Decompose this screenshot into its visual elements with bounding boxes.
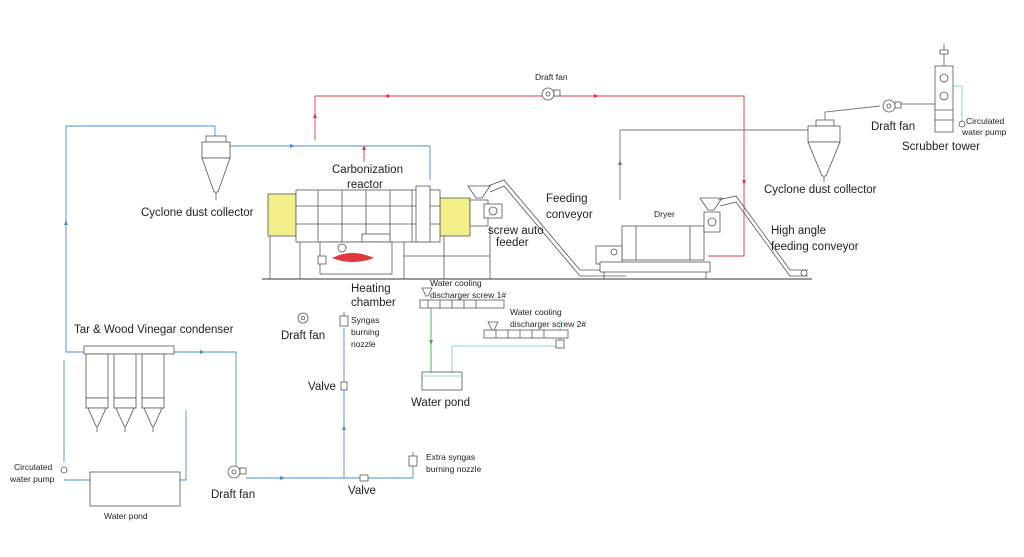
flue-gas-line bbox=[313, 94, 746, 257]
label-high-angle-2: feeding conveyor bbox=[771, 241, 859, 253]
label-syngas-nozzle-1: Syngas bbox=[351, 315, 379, 325]
syngas-nozzle-icon bbox=[339, 312, 349, 327]
label-circulated-pump-left-2: water pump bbox=[9, 474, 55, 484]
tar-wood-vinegar-condenser bbox=[83, 345, 175, 432]
valve-bottom-icon bbox=[359, 474, 369, 482]
valve-middle-icon bbox=[340, 381, 348, 391]
label-discharger-1-line2: discharger screw 1# bbox=[430, 290, 506, 300]
label-draft-fan-middle: Draft fan bbox=[281, 330, 325, 342]
label-syngas-nozzle-3: nozzle bbox=[351, 339, 376, 349]
label-syngas-nozzle-2: burning bbox=[351, 327, 380, 337]
screw-auto-feeder bbox=[483, 203, 503, 219]
label-feeding-conveyor-2: conveyor bbox=[546, 209, 593, 221]
label-feeding-conveyor-1: Feeding bbox=[546, 193, 588, 205]
label-carbonization-reactor-1: Carbonization bbox=[332, 164, 403, 176]
label-screw-feeder-2: feeder bbox=[496, 237, 529, 249]
scrubber-tower bbox=[934, 44, 963, 133]
label-discharger-2-line2: discharger screw 2# bbox=[510, 319, 586, 329]
label-water-pond-bottom: Water pond bbox=[104, 511, 148, 521]
label-water-pond-middle: Water pond bbox=[411, 397, 470, 409]
circulated-pump-left-icon bbox=[60, 466, 68, 474]
discharger-screw-2 bbox=[483, 321, 569, 349]
water-pond-bottom bbox=[89, 471, 181, 507]
label-cyclone-right: Cyclone dust collector bbox=[764, 184, 877, 196]
discharger-screw-1 bbox=[419, 287, 505, 309]
syngas-line bbox=[63, 125, 431, 481]
label-high-angle-1: High angle bbox=[771, 225, 826, 237]
heating-chamber bbox=[317, 233, 393, 275]
water-pond-middle bbox=[421, 371, 463, 391]
high-angle-conveyor bbox=[717, 195, 808, 277]
label-circulated-pump-right-1: Circulated bbox=[966, 116, 1005, 126]
label-heating-chamber-2: chamber bbox=[351, 297, 396, 309]
label-condenser: Tar & Wood Vinegar condenser bbox=[74, 324, 234, 336]
dryer bbox=[595, 197, 723, 279]
label-heating-chamber-1: Heating bbox=[351, 283, 391, 295]
label-scrubber-tower: Scrubber tower bbox=[902, 141, 980, 153]
label-cyclone-left: Cyclone dust collector bbox=[141, 207, 254, 219]
draft-fan-bottom-icon bbox=[227, 465, 247, 479]
draft-fan-top-icon bbox=[541, 87, 561, 101]
label-valve-bottom: Valve bbox=[348, 485, 376, 497]
label-circulated-pump-right-2: water pump bbox=[961, 127, 1007, 137]
label-discharger-1-line1: Water cooling bbox=[430, 278, 482, 288]
circulated-pump-right-icon bbox=[958, 120, 966, 128]
label-extra-nozzle-2: burning nozzle bbox=[426, 464, 482, 474]
label-draft-fan-bottom: Draft fan bbox=[211, 489, 255, 501]
label-extra-nozzle-1: Extra syngas bbox=[426, 452, 475, 462]
cyclone-left bbox=[201, 135, 231, 200]
draft-fan-middle-icon bbox=[297, 312, 309, 324]
label-screw-feeder-1: screw auto bbox=[488, 225, 544, 237]
label-valve-middle: Valve bbox=[308, 381, 336, 393]
label-discharger-2-line1: Water cooling bbox=[510, 307, 562, 317]
draft-fan-right-icon bbox=[882, 99, 902, 113]
cyclone-right bbox=[807, 119, 841, 182]
label-dryer: Dryer bbox=[654, 209, 675, 219]
label-circulated-pump-left-1: Circulated bbox=[14, 462, 53, 472]
label-draft-fan-right: Draft fan bbox=[871, 121, 915, 133]
label-draft-fan-top: Draft fan bbox=[535, 72, 568, 82]
extra-syngas-nozzle-icon bbox=[408, 452, 418, 467]
label-carbonization-reactor-2: reactor bbox=[347, 179, 383, 191]
carbonization-reactor bbox=[267, 185, 491, 279]
